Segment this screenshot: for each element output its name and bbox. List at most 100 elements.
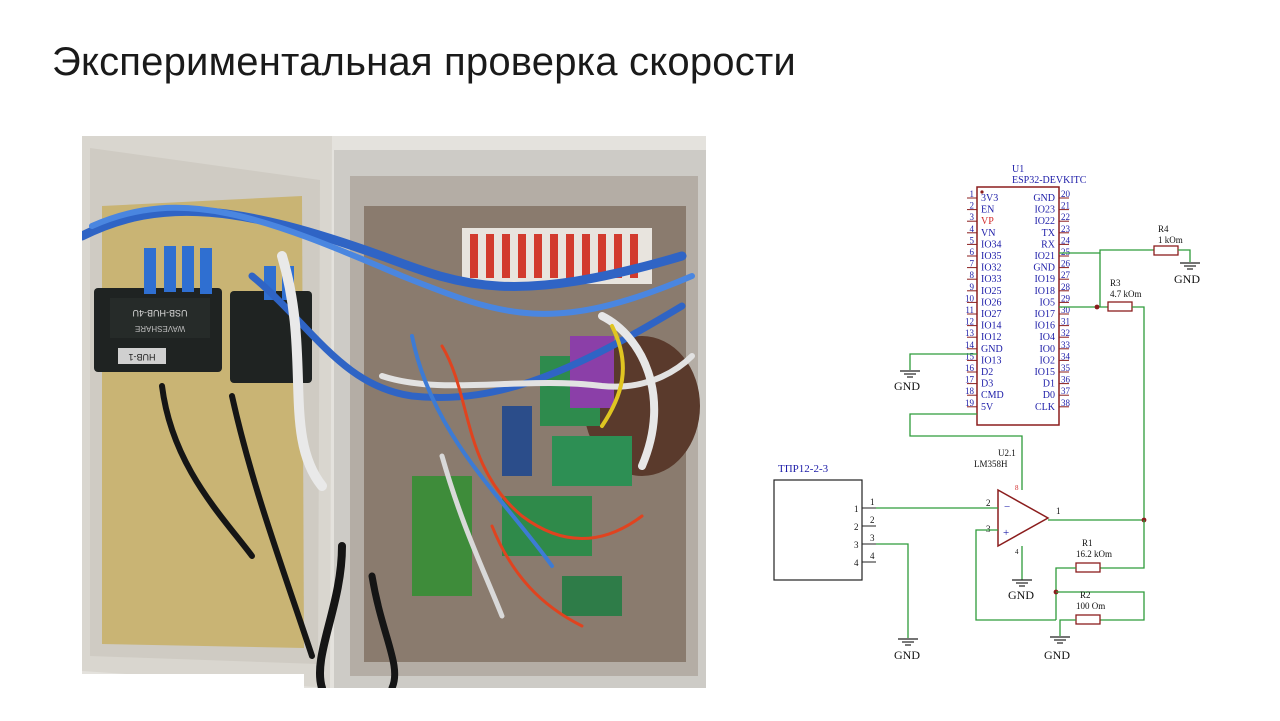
gnd-label-r4: GND bbox=[1174, 272, 1200, 286]
mcu-pin-name: VN bbox=[981, 228, 995, 239]
mcu-pin-name: CMD bbox=[981, 390, 1004, 401]
usb-hub-1: USB-HUB-4U WAVESHARE HUB-1 bbox=[94, 288, 222, 372]
mcu-pin-name: D0 bbox=[1043, 390, 1055, 401]
opamp-ref: U2.1 bbox=[998, 448, 1016, 458]
opamp-pin-vcc: 8 bbox=[1015, 484, 1019, 492]
resistor-r2 bbox=[1075, 614, 1101, 625]
mcu-pin-number: 23 bbox=[1061, 224, 1071, 234]
mcu-pin-name: IO21 bbox=[1034, 251, 1055, 262]
svg-text:2: 2 bbox=[870, 515, 875, 525]
mcu-pin-number: 16 bbox=[965, 363, 975, 373]
mcu-pin-number: 32 bbox=[1061, 328, 1070, 338]
slide-title: Экспериментальная проверка скорости bbox=[52, 40, 796, 84]
mcu-pin-number: 5 bbox=[970, 235, 975, 245]
mcu-pin-number: 35 bbox=[1061, 363, 1071, 373]
mcu-pin-name: IO4 bbox=[1039, 332, 1055, 343]
resistor-r3 bbox=[1107, 301, 1133, 312]
mcu-pin-number: 34 bbox=[1061, 351, 1071, 361]
mcu-pin-name: IO23 bbox=[1034, 205, 1055, 216]
mcu-pin-number: 38 bbox=[1061, 398, 1071, 408]
mcu-pin-name: IO15 bbox=[1034, 367, 1055, 378]
hub1-brand-label: WAVESHARE bbox=[135, 324, 185, 333]
opamp-pin-inplus: 3 bbox=[986, 524, 991, 534]
mcu-pin-name: 3V3 bbox=[981, 193, 998, 204]
mcu-pin-number: 12 bbox=[965, 317, 974, 327]
sensor-pin-2: 2 bbox=[854, 522, 859, 532]
mcu-pin-number: 37 bbox=[1061, 386, 1071, 396]
mcu-pin-name: GND bbox=[1033, 193, 1055, 204]
mcu-pin-number: 17 bbox=[965, 375, 975, 385]
mcu-pin-number: 21 bbox=[1061, 201, 1070, 211]
svg-text:1: 1 bbox=[870, 497, 875, 507]
mcu-pin-number: 33 bbox=[1061, 340, 1071, 350]
gnd-label-r2: GND bbox=[1044, 648, 1070, 662]
svg-text:+: + bbox=[1003, 527, 1009, 539]
mcu-pin-name: IO13 bbox=[981, 355, 1002, 366]
mcu-pin-name: IO22 bbox=[1034, 216, 1055, 227]
r1-ref: R1 bbox=[1082, 538, 1093, 548]
hub1-model-label: USB-HUB-4U bbox=[132, 308, 187, 318]
r1-value: 16.2 kOm bbox=[1076, 549, 1112, 559]
mcu-pin-name: TX bbox=[1042, 228, 1056, 239]
mcu-pin-name: IO19 bbox=[1034, 274, 1055, 285]
opamp-pin-inminus: 2 bbox=[986, 498, 991, 508]
mcu-pin-name: RX bbox=[1041, 239, 1056, 250]
mcu-pin-number: 15 bbox=[965, 351, 975, 361]
mcu-pin-name: IO18 bbox=[1034, 286, 1055, 297]
mcu-pin-number: 9 bbox=[970, 282, 975, 292]
mcu-pin-number: 36 bbox=[1061, 375, 1071, 385]
mcu-pin-number: 1 bbox=[970, 189, 975, 199]
mcu-pin-name: IO34 bbox=[981, 239, 1002, 250]
sensor-pin-1: 1 bbox=[854, 504, 859, 514]
mcu-pin-number: 4 bbox=[970, 224, 975, 234]
mcu-pin-name: GND bbox=[981, 344, 1003, 355]
mcu-pin-name: IO14 bbox=[981, 321, 1002, 332]
resistor-r4 bbox=[1153, 245, 1179, 256]
mcu-pin-number: 3 bbox=[970, 212, 975, 222]
mcu-right-pins: 20GND21IO2322IO2223TX24RX25IO2126GND27IO… bbox=[1033, 189, 1070, 413]
mcu-pin-name: IO26 bbox=[981, 297, 1002, 308]
mcu-pin-name: IO5 bbox=[1039, 297, 1055, 308]
mcu-pin-number: 14 bbox=[965, 340, 975, 350]
hub1-name-label: HUB-1 bbox=[128, 352, 155, 362]
r2-ref: R2 bbox=[1080, 590, 1091, 600]
gnd-label-opamp: GND bbox=[1008, 588, 1034, 602]
mcu-pin-name: IO2 bbox=[1039, 355, 1055, 366]
mcu-pin-number: 2 bbox=[970, 201, 975, 211]
mcu-part: ESP32-DEVKITC bbox=[1012, 175, 1087, 186]
mcu-pin-number: 18 bbox=[965, 386, 975, 396]
mcu-pin-number: 31 bbox=[1061, 317, 1070, 327]
mcu-pin-number: 7 bbox=[970, 259, 975, 269]
r3-ref: R3 bbox=[1110, 278, 1121, 288]
mcu-pin-name: VP bbox=[981, 216, 994, 227]
mcu-pin-number: 28 bbox=[1061, 282, 1071, 292]
mcu-pin-name: IO0 bbox=[1039, 344, 1055, 355]
sensor-pin-4: 4 bbox=[854, 558, 859, 568]
mcu-pin-name: GND bbox=[1033, 263, 1055, 274]
mcu-pin-number: 24 bbox=[1061, 235, 1071, 245]
mcu-pin-number: 30 bbox=[1061, 305, 1071, 315]
r2-value: 100 Om bbox=[1076, 601, 1105, 611]
mcu-pin-name: IO35 bbox=[981, 251, 1002, 262]
svg-text:−: − bbox=[1004, 501, 1010, 513]
opamp-part: LM358H bbox=[974, 459, 1008, 469]
mcu-pin-name: IO16 bbox=[1034, 321, 1055, 332]
mcu-pin-number: 10 bbox=[965, 293, 975, 303]
ground-symbol bbox=[900, 370, 920, 378]
sensor-pin-3: 3 bbox=[854, 540, 859, 550]
mcu-pin-name: CLK bbox=[1035, 402, 1056, 413]
mcu-pin-name: D3 bbox=[981, 379, 993, 390]
mcu-pin-number: 13 bbox=[965, 328, 975, 338]
mcu-pin-number: 11 bbox=[965, 305, 974, 315]
mcu-pin-number: 6 bbox=[970, 247, 975, 257]
mcu-pin-name: D2 bbox=[981, 367, 993, 378]
svg-text:4: 4 bbox=[870, 551, 875, 561]
mcu-pin-name: IO27 bbox=[981, 309, 1002, 320]
sensor-tpr12: ТПР12-2-3 1 2 3 4 1 2 3 4 bbox=[773, 463, 876, 581]
mcu-pin-number: 19 bbox=[965, 398, 975, 408]
cabinet-photo: USB-HUB-4U WAVESHARE HUB-1 bbox=[82, 136, 706, 688]
mcu-pin-number: 29 bbox=[1061, 293, 1071, 303]
opamp-lm358: U2.1 LM358H − + 8 4 2 3 1 bbox=[974, 448, 1061, 556]
